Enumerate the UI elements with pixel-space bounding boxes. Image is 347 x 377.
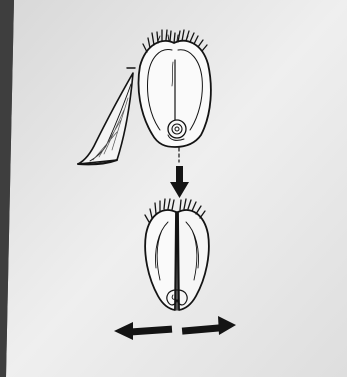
diagram-canvas — [0, 0, 347, 377]
diagram-photo — [0, 0, 347, 377]
